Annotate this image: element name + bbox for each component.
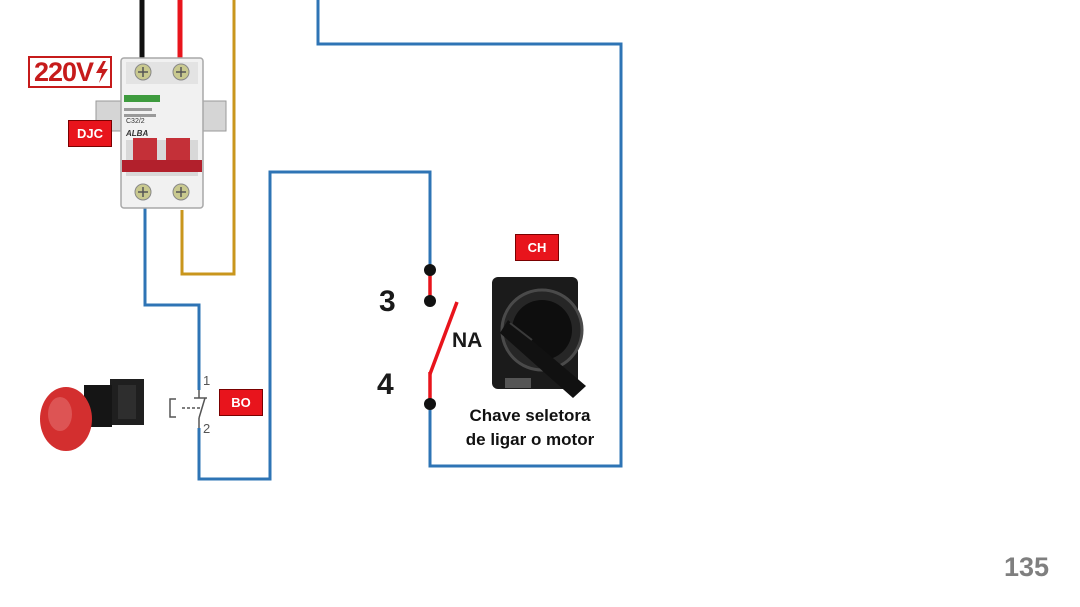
blue-wire-top-loop xyxy=(316,0,623,468)
blue-wire-breaker-to-button xyxy=(143,205,201,390)
breaker-model-marking: C32/2 xyxy=(126,118,145,125)
circuit-breaker xyxy=(95,57,227,209)
breaker-tag: DJC xyxy=(68,120,112,147)
switch-type-label: NA xyxy=(452,329,483,352)
breaker-brand-marking: ALBA xyxy=(125,129,148,138)
emergency-button-image xyxy=(40,379,144,451)
selector-contact xyxy=(424,264,459,410)
blue-wire-button-to-switch xyxy=(197,170,432,481)
page-number: 135 xyxy=(1004,552,1050,582)
terminal-4-label: 4 xyxy=(377,368,394,401)
push-button-contact-symbol xyxy=(169,390,207,428)
selector-tag: CH xyxy=(515,234,559,261)
terminal-3-label: 3 xyxy=(379,285,396,318)
voltage-label: 220V xyxy=(28,56,112,88)
selector-caption-line-2: de ligar o motor xyxy=(465,430,595,449)
lightning-icon xyxy=(96,61,109,83)
button-tag: BO xyxy=(219,389,263,416)
selector-caption-line-1: Chave seletora xyxy=(469,406,591,425)
voltage-text: 220V xyxy=(34,56,94,87)
selector-caption: Chave seletora de ligar o motor xyxy=(455,404,605,452)
button-contact-1-label: 1 xyxy=(203,373,210,388)
button-contact-2-label: 2 xyxy=(203,421,210,436)
yellow-wire xyxy=(180,0,236,276)
selector-switch-image xyxy=(492,277,586,398)
